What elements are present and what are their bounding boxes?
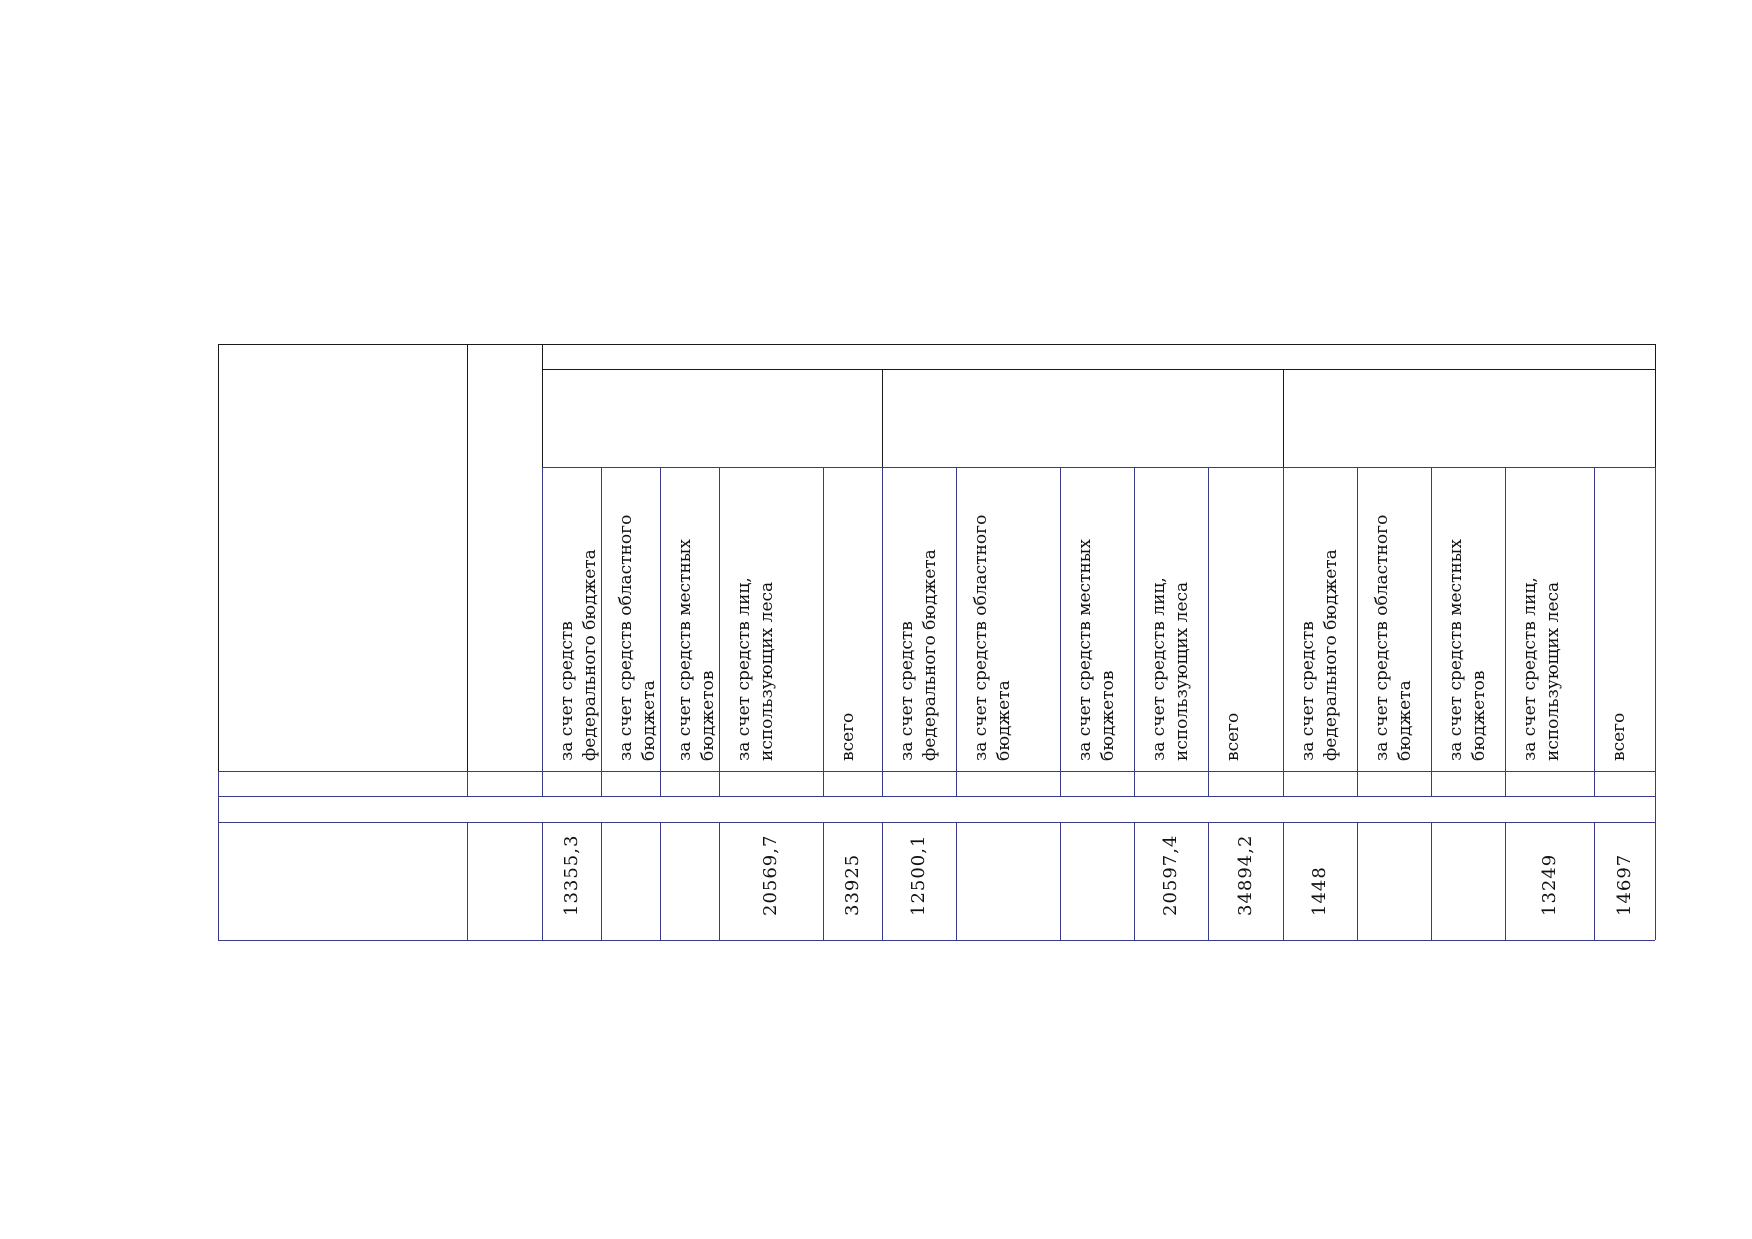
column-header: за счет средств лиц, использующих леса (1149, 577, 1192, 761)
column-header: за счет средств лиц, использующих леса (1520, 577, 1563, 761)
column-separator (882, 467, 883, 796)
header-columns-border (542, 467, 1655, 468)
column-header: всего (1223, 712, 1243, 761)
column-separator (601, 822, 602, 940)
column-separator (1594, 822, 1595, 940)
data-cell-value: 34894,2 (1234, 834, 1256, 916)
data-cell-value: 1448 (1309, 866, 1330, 916)
column-header: за счет средств областного бюджета (616, 514, 659, 761)
column-separator (1208, 467, 1209, 796)
column-separator (719, 822, 720, 940)
column-separator (601, 467, 602, 796)
table-bottom-border (218, 940, 1655, 941)
column-header: за счет средств федерального бюджета (897, 549, 940, 761)
column-header: за счет средств областного бюджета (1372, 514, 1415, 761)
header-subgroup-border (542, 369, 1655, 370)
col-name-border (467, 344, 468, 771)
column-header: всего (1609, 712, 1629, 761)
data-cell-value: 20597,4 (1160, 834, 1181, 916)
header-bottom-border (218, 771, 1655, 772)
column-separator (823, 822, 824, 940)
column-header: за счет средств местных бюджетов (1075, 539, 1118, 761)
column-separator (823, 467, 824, 796)
column-separator (1357, 467, 1358, 796)
group-separator-1 (882, 369, 883, 467)
table-left-border-lower (218, 771, 219, 940)
data-cell-value: 20569,7 (760, 834, 781, 916)
section-row-bottom-border (218, 822, 1655, 823)
column-separator (660, 467, 661, 796)
column-separator (1060, 822, 1061, 940)
column-separator (1208, 822, 1209, 940)
column-separator (1283, 822, 1284, 940)
column-separator (1505, 467, 1506, 796)
column-header: за счет средств лиц, использующих леса (734, 577, 777, 761)
column-header: за счет средств местных бюджетов (675, 539, 718, 761)
table-top-border (218, 344, 1655, 345)
col-unit-border-mid (542, 467, 543, 796)
col-unit-border (542, 344, 543, 467)
column-header: за счет средств местных бюджетов (1446, 539, 1489, 761)
column-separator (956, 467, 957, 796)
column-header: за счет средств областного бюджета (971, 514, 1014, 761)
data-cell-value: 14697 (1613, 853, 1635, 916)
column-separator (1060, 467, 1061, 796)
table-left-border (218, 344, 219, 771)
column-header: за счет средств федерального бюджета (1298, 549, 1341, 761)
column-separator (956, 822, 957, 940)
group-separator-2 (1283, 369, 1284, 467)
table-right-border (1655, 344, 1656, 467)
numbering-row-bottom-border (218, 796, 1655, 797)
col-name-border-lower-a (467, 771, 468, 796)
col-name-border-lower-b (467, 822, 468, 940)
column-separator (1134, 822, 1135, 940)
data-cell-value: 33925 (841, 853, 863, 916)
data-cell-value: 12500,1 (908, 834, 929, 916)
column-separator (1283, 467, 1284, 796)
data-cell-value: 13355,3 (560, 834, 582, 916)
column-separator (1594, 467, 1595, 796)
column-separator (1357, 822, 1358, 940)
column-header: за счет средств федерального бюджета (557, 549, 600, 761)
column-separator (719, 467, 720, 796)
column-separator (660, 822, 661, 940)
column-separator (1505, 822, 1506, 940)
column-separator (1134, 467, 1135, 796)
data-cell-value: 13249 (1538, 853, 1560, 916)
column-separator (1431, 467, 1432, 796)
column-separator (882, 822, 883, 940)
col-unit-border-lower (542, 822, 543, 940)
column-separator (1431, 822, 1432, 940)
column-header: всего (838, 712, 858, 761)
table-right-border-lower (1655, 467, 1656, 940)
